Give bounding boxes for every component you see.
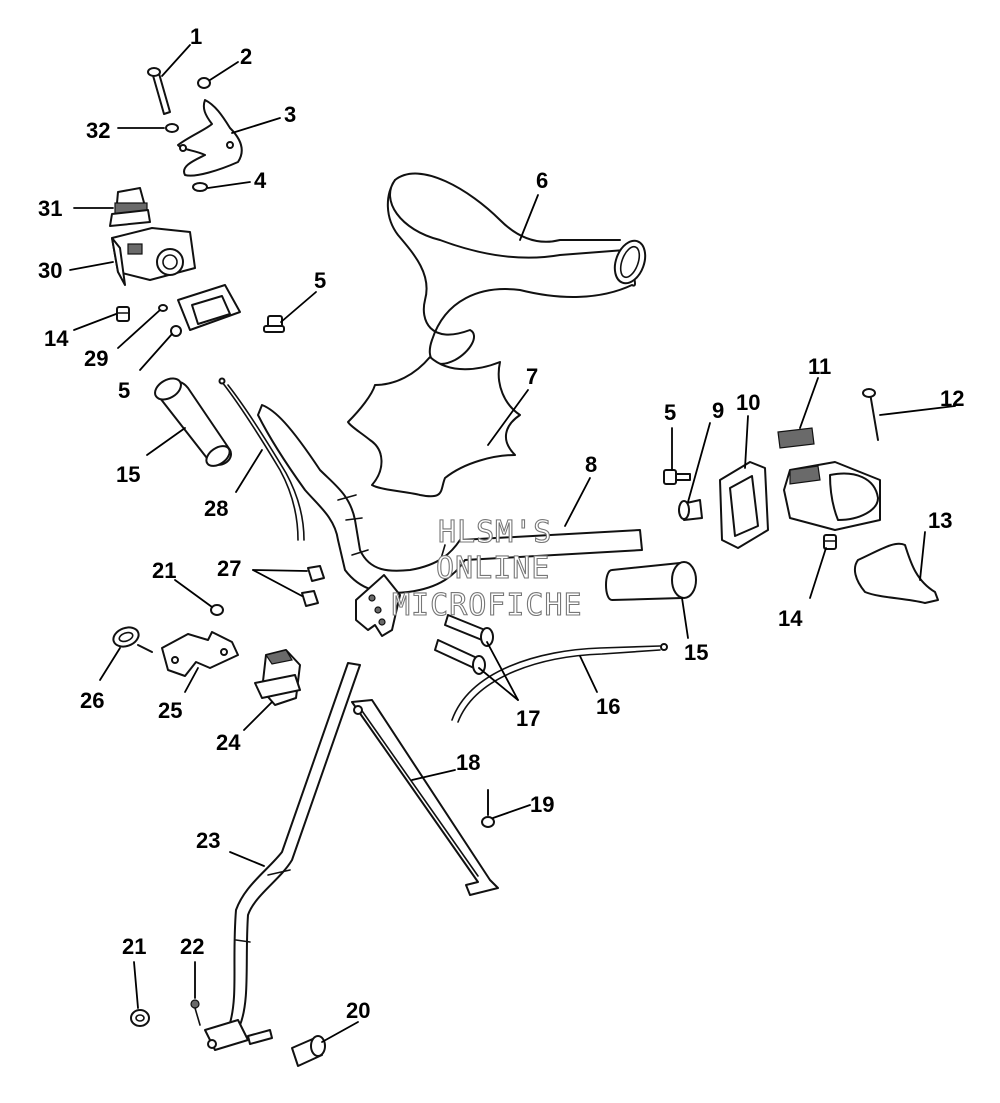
nut-14-right xyxy=(823,534,837,550)
handlebar-pad xyxy=(386,172,647,365)
callout-14a: 14 xyxy=(44,326,69,351)
callout-8: 8 xyxy=(585,452,597,477)
bolt-5-right xyxy=(663,469,691,485)
watermark-line-1: HLSM'S xyxy=(438,515,552,550)
callout-9: 9 xyxy=(712,398,724,423)
bushing-9 xyxy=(678,499,703,521)
callout-3: 3 xyxy=(284,102,296,127)
callout-13: 13 xyxy=(928,508,952,533)
housing-cover-10 xyxy=(719,461,769,549)
screw-1 xyxy=(147,67,171,115)
callout-30: 30 xyxy=(38,258,62,283)
callout-5a: 5 xyxy=(314,268,326,293)
callout-18: 18 xyxy=(456,750,480,775)
nuts-27 xyxy=(301,565,325,607)
callout-26: 26 xyxy=(80,688,104,713)
master-cylinder-housing xyxy=(111,227,196,286)
rubber-boot xyxy=(109,187,151,227)
brake-lever xyxy=(177,99,243,177)
callout-5b: 5 xyxy=(118,378,130,403)
leader-lines xyxy=(69,44,956,1043)
throttle-housing xyxy=(783,461,881,531)
callout-10: 10 xyxy=(736,390,760,415)
nut-21-lower xyxy=(130,1009,150,1027)
callout-32: 32 xyxy=(86,118,110,143)
callout-25: 25 xyxy=(158,698,182,723)
washer-4 xyxy=(192,182,208,192)
callout-15b: 15 xyxy=(684,640,708,665)
reservoir-cover xyxy=(170,284,241,337)
nut-14-left xyxy=(116,306,130,322)
callout-15a: 15 xyxy=(116,462,140,487)
steering-post xyxy=(204,662,361,1051)
callout-27: 27 xyxy=(217,556,241,581)
callout-31: 31 xyxy=(38,196,62,221)
pad-11 xyxy=(777,427,815,449)
right-grip xyxy=(605,561,697,601)
washer-32 xyxy=(165,123,179,133)
callout-19: 19 xyxy=(530,792,554,817)
callout-21b: 21 xyxy=(122,934,146,959)
bolt-5-left xyxy=(263,315,285,333)
callout-21a: 21 xyxy=(152,558,176,583)
left-grip xyxy=(154,377,232,467)
callout-20: 20 xyxy=(346,998,370,1023)
nut-21-upper xyxy=(210,604,224,616)
callout-16: 16 xyxy=(596,694,620,719)
watermark-line-2: ONLINE xyxy=(436,551,550,586)
steering-brace xyxy=(351,699,499,896)
mounting-bracket xyxy=(161,631,239,677)
callout-12: 12 xyxy=(940,386,964,411)
callout-24: 24 xyxy=(216,730,241,755)
callout-5c: 5 xyxy=(664,400,676,425)
handlebar xyxy=(257,404,643,637)
bushing-20 xyxy=(291,1035,326,1067)
callout-11: 11 xyxy=(808,354,831,379)
hose-clamp xyxy=(112,626,153,653)
screw-12 xyxy=(862,388,879,441)
callout-22: 22 xyxy=(180,934,204,959)
callout-28: 28 xyxy=(204,496,228,521)
washer-29 xyxy=(158,304,168,312)
nut-2 xyxy=(197,77,211,89)
callout-7: 7 xyxy=(526,364,538,389)
callout-29: 29 xyxy=(84,346,108,371)
callout-2: 2 xyxy=(240,44,252,69)
callout-14b: 14 xyxy=(778,606,803,631)
callout-17: 17 xyxy=(516,706,540,731)
callout-labels: 1 2 3 32 4 6 31 30 5 14 29 5 7 15 28 8 5… xyxy=(38,24,964,1023)
clamp-block xyxy=(254,649,301,706)
callout-4: 4 xyxy=(254,168,267,193)
callout-1: 1 xyxy=(190,24,202,49)
throttle-cable xyxy=(218,377,305,541)
callout-23: 23 xyxy=(196,828,220,853)
bolt-19 xyxy=(481,789,495,828)
watermark-line-3: MICROFICHE xyxy=(392,588,583,623)
brake-cable xyxy=(451,643,668,723)
watermark: HLSM'S ONLINE MICROFICHE xyxy=(391,514,583,623)
cover-plate xyxy=(347,356,521,498)
lever-13 xyxy=(853,542,939,604)
pins-17 xyxy=(434,614,494,675)
callout-6: 6 xyxy=(536,168,548,193)
cotter-22 xyxy=(190,999,201,1026)
